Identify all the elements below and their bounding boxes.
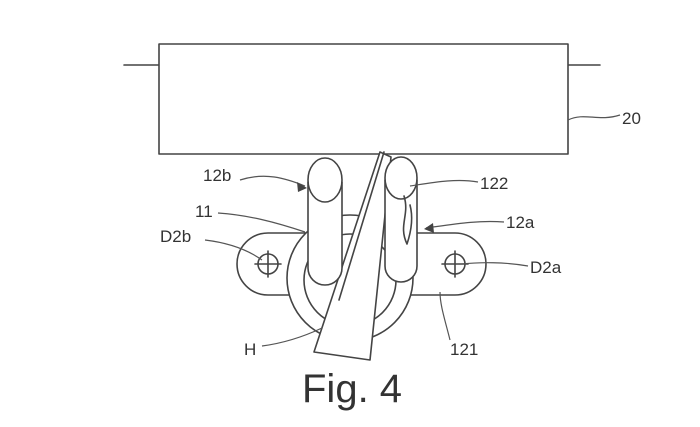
leader-d2a [461, 262, 529, 267]
arrow-12a [424, 223, 434, 233]
hole-d2b [254, 250, 282, 278]
label-122: 122 [480, 174, 508, 193]
arrow-12b [297, 182, 307, 192]
label-h: H [244, 340, 256, 359]
leader-d2b [204, 239, 263, 261]
prong-12b [307, 157, 343, 286]
label-11: 11 [195, 202, 213, 221]
leader-121 [439, 291, 451, 341]
label-d2a: D2a [530, 258, 562, 277]
leader-12b [239, 175, 306, 187]
leader-h [261, 327, 323, 347]
prong-12a [384, 156, 418, 283]
leader-12a [425, 220, 505, 229]
figure-caption: Fig. 4 [302, 367, 402, 411]
leader-20 [567, 114, 621, 121]
label-12a: 12a [506, 213, 535, 232]
leader-122 [409, 179, 479, 187]
label-20: 20 [622, 109, 641, 128]
label-121: 121 [450, 340, 478, 359]
tool-h-edge [338, 151, 385, 301]
hole-d2a [441, 250, 469, 278]
label-12b: 12b [203, 166, 231, 185]
label-d2b: D2b [160, 227, 191, 246]
leader-11 [217, 212, 306, 233]
component-20-box [158, 43, 569, 155]
